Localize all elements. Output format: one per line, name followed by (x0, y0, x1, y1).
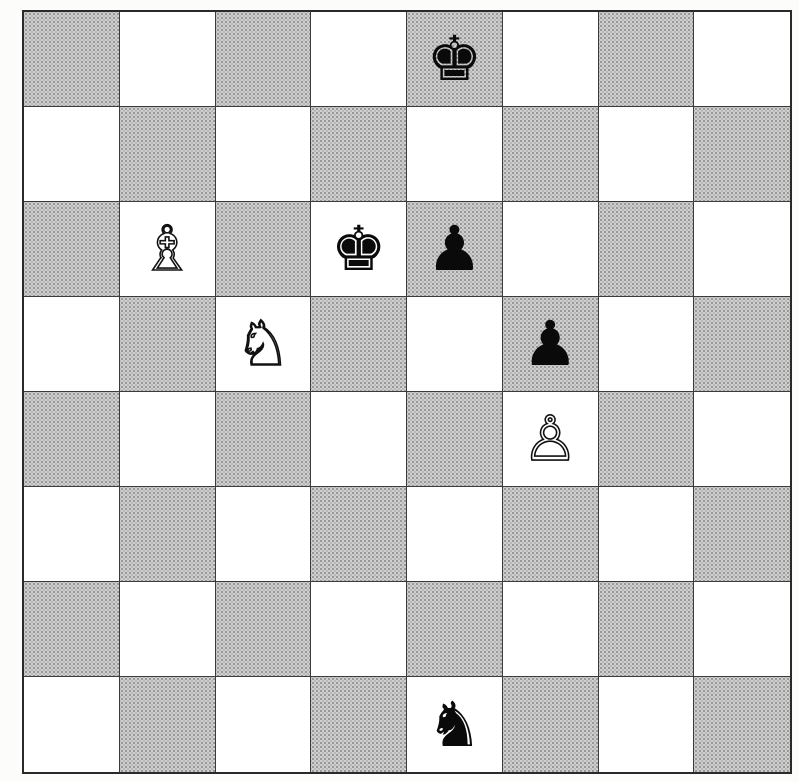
square-a7[interactable] (24, 107, 120, 202)
square-d3[interactable] (311, 487, 407, 582)
square-d2[interactable] (311, 582, 407, 677)
white-pawn-icon[interactable]: ♙ (522, 408, 578, 470)
square-h5[interactable] (694, 297, 790, 392)
square-f2[interactable] (503, 582, 599, 677)
square-h3[interactable] (694, 487, 790, 582)
black-king-icon[interactable]: ♚ (331, 218, 387, 280)
square-b1[interactable] (120, 677, 216, 772)
square-b4[interactable] (120, 392, 216, 487)
square-h1[interactable] (694, 677, 790, 772)
square-c8[interactable] (216, 12, 312, 107)
square-h6[interactable] (694, 202, 790, 297)
square-d8[interactable] (311, 12, 407, 107)
square-f7[interactable] (503, 107, 599, 202)
square-g2[interactable] (599, 582, 695, 677)
square-f3[interactable] (503, 487, 599, 582)
square-e7[interactable] (407, 107, 503, 202)
square-d4[interactable] (311, 392, 407, 487)
square-g6[interactable] (599, 202, 695, 297)
black-pawn-icon[interactable]: ♟ (522, 313, 578, 375)
square-b6[interactable]: ♗ (120, 202, 216, 297)
square-c3[interactable] (216, 487, 312, 582)
square-c2[interactable] (216, 582, 312, 677)
square-c1[interactable] (216, 677, 312, 772)
square-b8[interactable] (120, 12, 216, 107)
square-a1[interactable] (24, 677, 120, 772)
square-e8[interactable]: ♚ (407, 12, 503, 107)
square-e2[interactable] (407, 582, 503, 677)
square-g3[interactable] (599, 487, 695, 582)
square-a6[interactable] (24, 202, 120, 297)
square-b2[interactable] (120, 582, 216, 677)
black-knight-icon[interactable]: ♞ (427, 694, 483, 756)
square-e5[interactable] (407, 297, 503, 392)
square-f6[interactable] (503, 202, 599, 297)
square-h2[interactable] (694, 582, 790, 677)
square-g4[interactable] (599, 392, 695, 487)
square-f5[interactable]: ♟ (503, 297, 599, 392)
square-g5[interactable] (599, 297, 695, 392)
square-b3[interactable] (120, 487, 216, 582)
square-d7[interactable] (311, 107, 407, 202)
chess-board: ♚ ♗ ♚ ♟ ♘ ♟ ♙ ♞ (22, 10, 792, 774)
square-c4[interactable] (216, 392, 312, 487)
square-a4[interactable] (24, 392, 120, 487)
square-d5[interactable] (311, 297, 407, 392)
square-h7[interactable] (694, 107, 790, 202)
square-a3[interactable] (24, 487, 120, 582)
square-g8[interactable] (599, 12, 695, 107)
square-c6[interactable] (216, 202, 312, 297)
white-bishop-icon[interactable]: ♗ (139, 218, 195, 280)
square-g7[interactable] (599, 107, 695, 202)
square-a5[interactable] (24, 297, 120, 392)
square-e4[interactable] (407, 392, 503, 487)
black-king-icon[interactable]: ♚ (427, 28, 483, 90)
white-knight-icon[interactable]: ♘ (235, 313, 291, 375)
square-g1[interactable] (599, 677, 695, 772)
square-h8[interactable] (694, 12, 790, 107)
square-f1[interactable] (503, 677, 599, 772)
square-c7[interactable] (216, 107, 312, 202)
square-d6[interactable]: ♚ (311, 202, 407, 297)
square-a2[interactable] (24, 582, 120, 677)
square-e3[interactable] (407, 487, 503, 582)
square-c5[interactable]: ♘ (216, 297, 312, 392)
square-b7[interactable] (120, 107, 216, 202)
square-f8[interactable] (503, 12, 599, 107)
black-pawn-icon[interactable]: ♟ (427, 218, 483, 280)
square-b5[interactable] (120, 297, 216, 392)
square-h4[interactable] (694, 392, 790, 487)
square-e6[interactable]: ♟ (407, 202, 503, 297)
square-a8[interactable] (24, 12, 120, 107)
square-f4[interactable]: ♙ (503, 392, 599, 487)
square-e1[interactable]: ♞ (407, 677, 503, 772)
square-d1[interactable] (311, 677, 407, 772)
